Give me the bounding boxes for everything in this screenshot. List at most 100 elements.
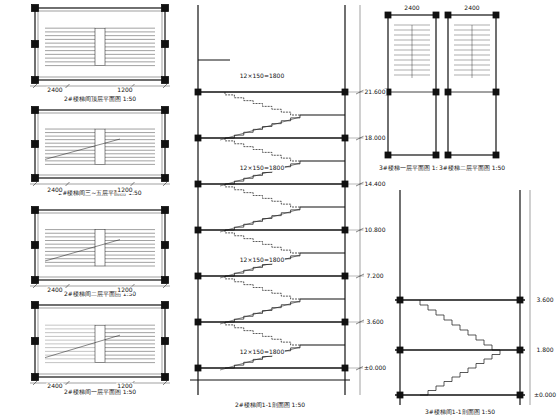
drawing-title: 2#楼梯间一层平面图 1:50 [63,389,137,396]
drawing-line [163,284,167,288]
dimension-label: 2400 [463,5,480,12]
drawing-title: 2#楼梯间顶层平面图 1:50 [63,96,137,103]
drawing-line [197,5,198,395]
drawing-line [472,25,473,78]
column [385,152,391,158]
drawing-line [198,321,345,322]
drawing-line [45,35,95,36]
drawing-line [345,230,364,231]
drawing-line [45,240,95,241]
drawing-line [105,28,155,29]
drawing-line [33,381,37,385]
stair-wall [448,15,496,155]
stair-well [95,325,105,362]
drawing-line [105,233,155,234]
stair-wall [388,15,436,155]
column [195,227,201,233]
dimension-label: 2400 [46,287,63,294]
stair-wall [38,213,162,277]
drawing-line [66,182,70,186]
drawing-line [300,298,345,299]
drawing-line [45,136,95,137]
column [433,12,439,18]
column [162,77,169,84]
drawing-line [131,182,135,186]
column [32,5,39,12]
drawing-line [105,164,155,165]
stair-wall [38,11,162,77]
drawing-line [105,58,155,59]
drawing-line [360,5,361,395]
stair-flight [420,300,500,350]
drawing-line [105,129,155,130]
column [32,41,39,48]
column [32,107,39,114]
drawing-line [105,143,155,144]
stair-wall [35,305,165,377]
dimension-label: 18.000 [364,135,387,142]
drawing-line [220,163,300,186]
drawing-line [105,35,155,36]
drawing-line [300,160,345,161]
dimension-label: 1200 [116,383,133,390]
drawing-line [105,266,155,267]
drawing-line [105,31,155,32]
column [385,12,391,18]
column [162,374,169,381]
stair-wall [38,308,162,374]
drawing-line [395,349,525,350]
drawing-line [105,251,155,252]
drawing-line [198,367,345,368]
stair-flight [225,184,300,207]
drawing-line [198,60,230,61]
drawing-line [198,91,345,92]
drawing-line [105,160,155,161]
drawing-line [45,28,95,29]
drawing-line [45,164,95,165]
drawing-line [45,255,95,256]
stair-flight [225,322,300,345]
drawing-line [45,58,95,59]
drawing-title: 2#楼梯间1-1剖面图 1:50 [234,402,306,409]
dimension-label: 2400 [403,5,420,12]
drawing-line [45,160,95,161]
column [195,135,201,141]
dimension-label: ±0.000 [363,365,387,372]
drawing-title: 3#楼梯一层平面图 1:50 [378,165,446,172]
stair-wall [35,8,165,80]
stair-wall [38,113,162,175]
drawing-line [45,46,95,47]
drawing-line [345,322,364,323]
drawing-line [105,358,155,359]
dimension-label: 3.600 [535,297,554,304]
column [195,181,201,187]
drawing-line [344,5,345,395]
dimension-label: 1200 [116,287,133,294]
column [162,242,169,249]
drawing-line [198,137,345,138]
stair-flight [420,350,500,395]
dimension-label: 1.800 [535,347,554,354]
column [195,89,201,95]
drawing-line [105,65,155,66]
stair-flight [225,345,300,368]
drawing-line [300,206,345,207]
stair-flight [225,299,300,322]
drawing-line [105,340,155,341]
drawing-line [45,335,120,357]
drawing-line [395,299,525,300]
column [32,242,39,249]
drawing-line [30,184,170,185]
column [397,392,403,398]
stair-flight [225,230,300,253]
column [162,5,169,12]
stair-flight [225,276,300,299]
drawing-line [45,336,95,337]
column [32,175,39,182]
drawing-line [300,114,345,115]
drawing-line [45,146,95,147]
drawing-line [345,138,364,139]
drawing-line [45,139,120,159]
drawing-line [105,247,155,248]
